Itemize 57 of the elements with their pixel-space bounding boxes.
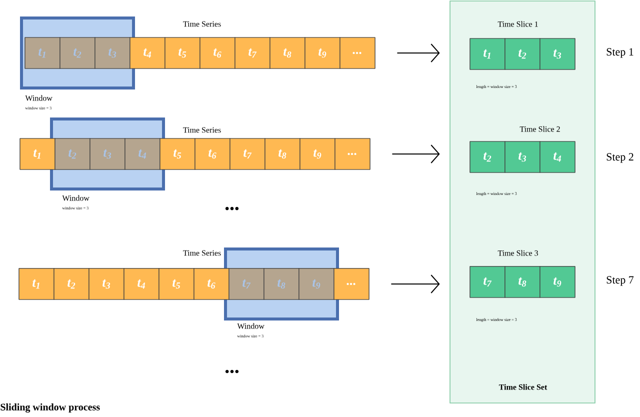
node-label: Time Slice 2 xyxy=(520,126,560,132)
time-step-cell: t$_{9}$ xyxy=(304,37,340,69)
time-step-cell: t$_{1}$ xyxy=(18,268,54,300)
time-step-cell: t$_{3}$ xyxy=(88,268,124,300)
time-step-cell: t$_{2}$ xyxy=(54,138,90,170)
time-step-cell: t$_{7}$ xyxy=(234,37,270,69)
time-step-cell: t$_{3}$ xyxy=(94,37,130,69)
time-step-cell: t$_{2}$ xyxy=(60,37,96,69)
ellipsis-dots: ••• xyxy=(225,206,239,210)
time-step-cell: t$_{4}$ xyxy=(540,141,576,173)
arrow xyxy=(390,274,440,294)
time-step-cell: t$_{2}$ xyxy=(54,268,90,300)
node-label: Window xyxy=(25,95,52,101)
arrow xyxy=(396,44,440,62)
time-step-cell: t$_{5}$ xyxy=(164,37,200,69)
node-label: Window xyxy=(237,323,264,329)
time-step-cell: t$_{7}$ xyxy=(230,138,266,170)
time-step-cell: ... xyxy=(334,268,370,300)
time-step-cell: t$_{8}$ xyxy=(264,268,300,300)
node-label: Time Series xyxy=(183,127,221,133)
time-step-cell: t$_{8}$ xyxy=(270,37,306,69)
time-step-cell: t$_{3}$ xyxy=(540,38,576,70)
time-step-cell: t$_{9}$ xyxy=(540,266,576,298)
time-step-cell: t$_{4}$ xyxy=(124,138,160,170)
time-step-cell: t$_{2}$ xyxy=(470,141,506,173)
node-label: Time Series xyxy=(183,21,221,27)
ellipsis-dots: ••• xyxy=(225,370,239,374)
step-label: Step 7 xyxy=(606,276,634,286)
time-step-cell: t$_{9}$ xyxy=(300,138,336,170)
node-label: Time Slice 3 xyxy=(498,250,538,256)
time-step-cell: t$_{8}$ xyxy=(264,138,300,170)
arrow xyxy=(392,144,440,164)
node-label: Time Series xyxy=(183,250,221,256)
time-step-cell: t$_{5}$ xyxy=(160,138,196,170)
time-step-cell: t$_{3}$ xyxy=(504,141,540,173)
time-step-cell: t$_{8}$ xyxy=(504,266,540,298)
step-label: Step 2 xyxy=(606,153,634,163)
node-label: Time Slice 1 xyxy=(498,21,538,27)
time-step-cell: t$_{6}$ xyxy=(194,268,230,300)
node-label: Window xyxy=(62,195,90,201)
time-step-cell: t$_{1}$ xyxy=(20,138,56,170)
time-step-cell: t$_{3}$ xyxy=(90,138,126,170)
time-step-cell: t$_{5}$ xyxy=(158,268,194,300)
time-step-cell: t$_{1}$ xyxy=(470,38,506,70)
caption: Sliding window process xyxy=(0,403,100,413)
time-step-cell: t$_{7}$ xyxy=(228,268,264,300)
time-step-cell: t$_{4}$ xyxy=(130,37,166,69)
time-step-cell: t$_{1}$ xyxy=(24,37,60,69)
time-step-cell: t$_{6}$ xyxy=(200,37,236,69)
step-label: Step 1 xyxy=(606,48,634,58)
time-step-cell: ... xyxy=(340,37,376,69)
time-step-cell: ... xyxy=(334,138,370,170)
time-step-cell: t$_{7}$ xyxy=(470,266,506,298)
time-step-cell: t$_{4}$ xyxy=(124,268,160,300)
time-step-cell: t$_{6}$ xyxy=(194,138,230,170)
time-step-cell: t$_{9}$ xyxy=(298,268,334,300)
time-step-cell: t$_{2}$ xyxy=(504,38,540,70)
